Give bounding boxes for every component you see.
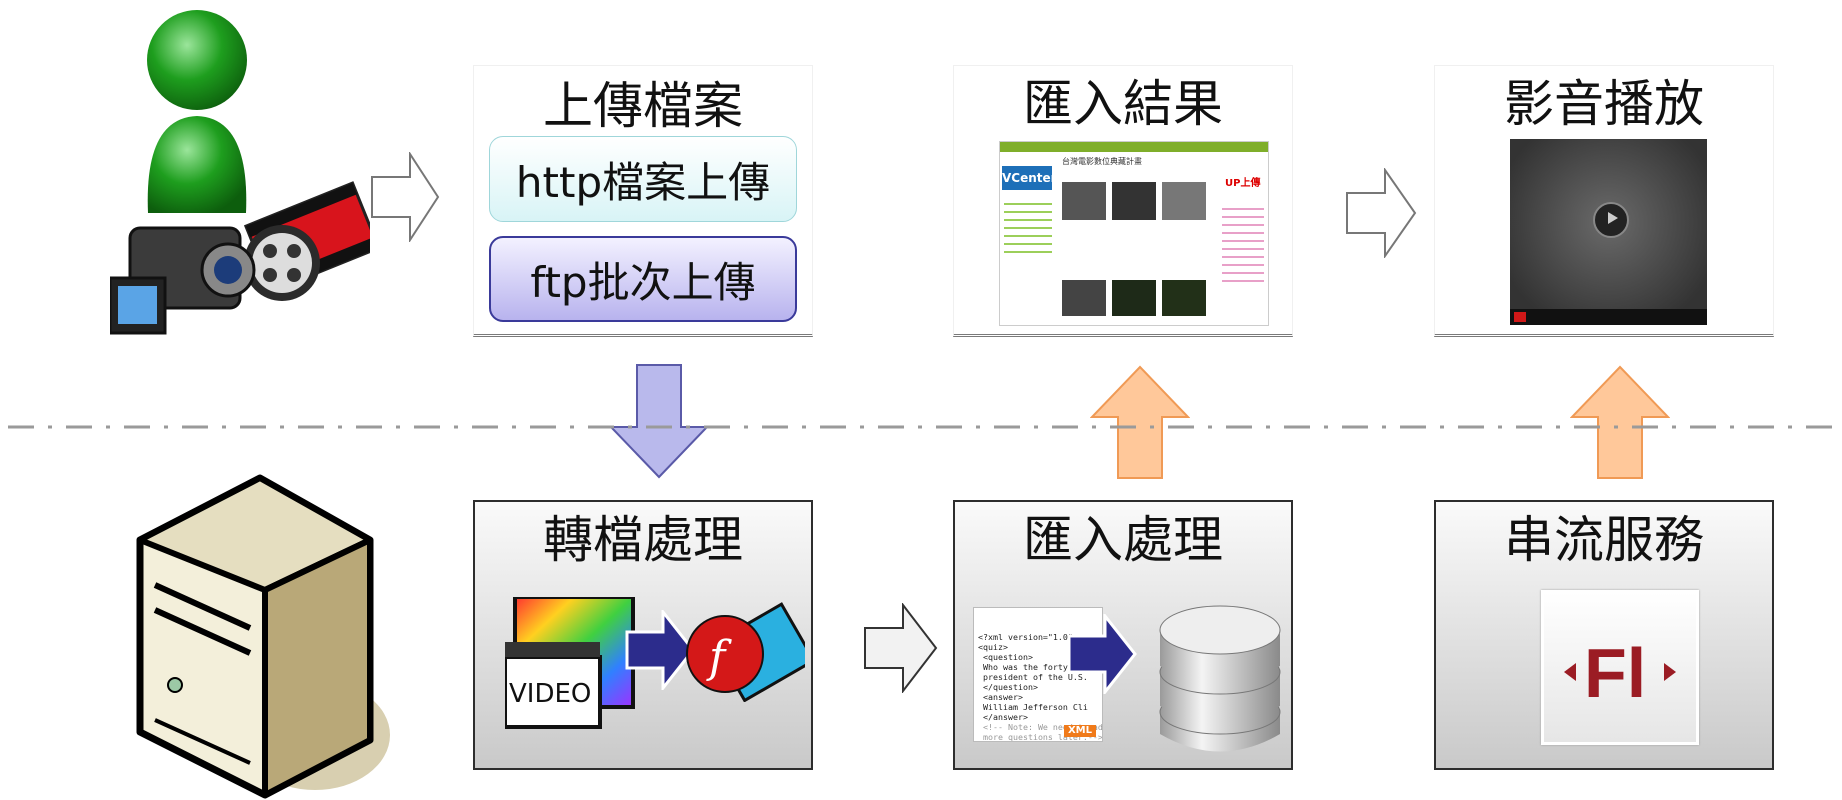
video-player[interactable] — [1510, 139, 1707, 325]
flash-server-logo: Fl — [1541, 590, 1699, 745]
xml-line: <answer> — [978, 692, 1023, 702]
video-clapper-icon: VIDEO — [505, 597, 635, 732]
xml-line: </answer> — [978, 712, 1028, 722]
play-icon[interactable] — [1593, 202, 1629, 238]
server-icon — [125, 470, 395, 800]
streaming-panel: 串流服務 Fl — [1434, 500, 1774, 770]
xml-line: <quiz> — [978, 642, 1008, 652]
website-thumbnail: VCenter 台灣電影數位典藏計畫 UP上傳 — [999, 141, 1269, 326]
flash-icon: f — [685, 602, 805, 702]
database-icon — [1155, 594, 1285, 754]
xml-file-icon: <?xml version="1.0" e<quiz> <question> W… — [973, 607, 1103, 742]
up-arrow-icon — [1090, 365, 1190, 480]
blue-arrow-icon — [625, 610, 695, 690]
import-result-panel: 匯入結果 VCenter 台灣電影數位典藏計畫 UP上傳 — [953, 65, 1293, 337]
panel-title: 匯入處理 — [1023, 511, 1223, 569]
import-panel: 匯入處理 <?xml version="1.0" e<quiz> <questi… — [953, 500, 1293, 770]
thumb-heading: 台灣電影數位典藏計畫 — [1062, 157, 1142, 166]
panel-title: 上傳檔案 — [543, 77, 743, 135]
thumb-logo: VCenter — [1002, 166, 1057, 190]
blue-arrow-icon — [1067, 614, 1137, 694]
panel-title: 串流服務 — [1504, 511, 1704, 569]
xml-badge: XML — [1063, 725, 1096, 737]
panel-title: 匯入結果 — [1023, 75, 1223, 133]
up-arrow-icon — [1570, 365, 1670, 480]
user-camera-icon — [110, 8, 370, 338]
http-upload-button[interactable]: http檔案上傳 — [489, 136, 797, 222]
playback-panel: 影音播放 — [1434, 65, 1774, 337]
clapper-text: VIDEO — [509, 679, 592, 709]
xml-line: <question> — [978, 652, 1033, 662]
player-controls[interactable] — [1510, 309, 1707, 325]
logo-text: Fl — [1584, 634, 1647, 712]
down-arrow-icon — [609, 363, 709, 479]
upload-panel: 上傳檔案 http檔案上傳 ftp批次上傳 — [473, 65, 813, 337]
dashed-divider — [0, 423, 1842, 431]
xml-line: William Jefferson Cli — [978, 702, 1088, 712]
xml-line: </question> — [978, 682, 1038, 692]
panel-title: 影音播放 — [1504, 75, 1704, 133]
xml-line: president of the U.S. — [978, 672, 1088, 682]
xml-code: <?xml version="1.0" e<quiz> <question> W… — [978, 632, 1102, 741]
convert-panel: 轉檔處理 VIDEO f — [473, 500, 813, 770]
panel-title: 轉檔處理 — [543, 511, 743, 569]
thumb-badge: UP上傳 — [1225, 178, 1261, 189]
xml-line: Who was the forty-sec — [978, 662, 1088, 672]
right-arrow-icon — [1345, 168, 1417, 258]
right-arrow-icon — [370, 152, 440, 242]
right-arrow-icon — [863, 603, 938, 693]
ftp-upload-button[interactable]: ftp批次上傳 — [489, 236, 797, 322]
